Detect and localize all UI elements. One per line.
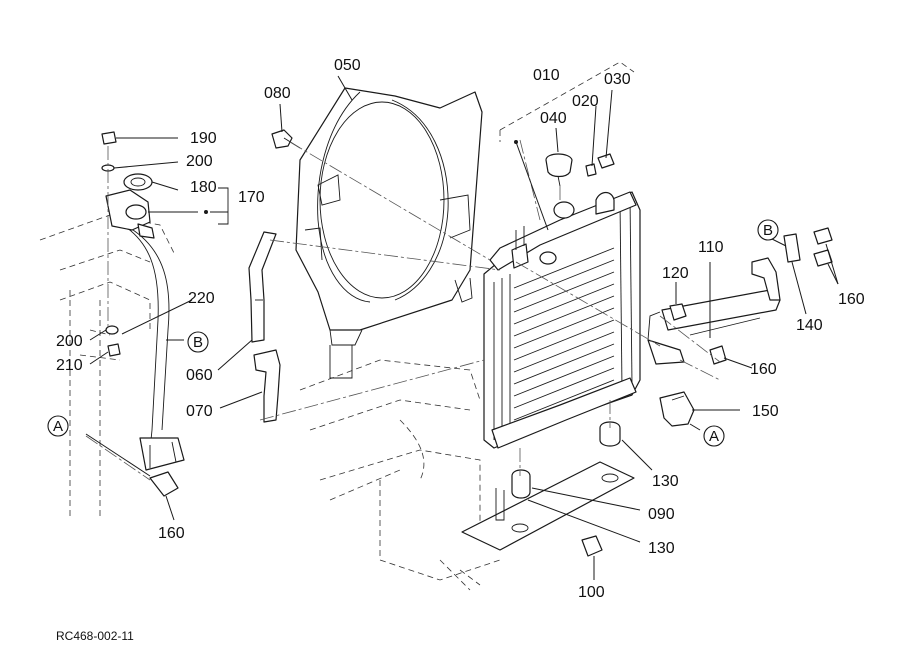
frame-left <box>39 214 185 520</box>
fan-shroud <box>295 87 483 379</box>
callout-150: 150 <box>752 403 779 420</box>
callout-060: 060 <box>186 367 213 384</box>
ref-mark-a-right: A <box>703 425 725 447</box>
callout-140: 140 <box>796 317 823 334</box>
cushion-130-upper <box>599 421 621 447</box>
leader-lines <box>85 75 839 580</box>
ref-mark-b-right: B <box>757 219 779 241</box>
callout-110: 110 <box>698 239 724 256</box>
callout-200-upper: 200 <box>186 153 213 170</box>
callout-120: 120 <box>662 265 689 282</box>
frame-center <box>299 359 501 591</box>
bolt-100 <box>581 535 603 557</box>
ref-mark-a-left: A <box>47 415 69 437</box>
bolt-160-mid <box>709 345 727 365</box>
svg-text:B: B <box>193 334 203 351</box>
callout-labels: 010 020 030 040 050 060 070 080 090 100 … <box>56 57 865 601</box>
group-bracket-170 <box>204 187 229 225</box>
ref-mark-b-left: B <box>187 331 209 353</box>
callout-030: 030 <box>604 71 631 88</box>
hose-upper-060 <box>248 231 277 343</box>
callout-020: 020 <box>572 93 599 110</box>
callout-080: 080 <box>264 85 291 102</box>
hose-lower-070 <box>253 349 281 423</box>
callout-090: 090 <box>648 506 675 523</box>
washer-200-lower <box>105 325 119 335</box>
callout-180: 180 <box>190 179 217 196</box>
svg-text:B: B <box>763 222 773 239</box>
callout-160-right-mid: 160 <box>750 361 777 378</box>
phantom-lines <box>85 139 721 481</box>
bolt-160-left <box>149 471 179 497</box>
svg-text:A: A <box>53 418 63 435</box>
bolt-190 <box>101 131 117 145</box>
callout-040: 040 <box>540 110 567 127</box>
plug-020 <box>585 163 597 177</box>
nut-210 <box>107 343 121 357</box>
group-bracket-010 <box>499 61 635 142</box>
radiator-cap-040 <box>545 153 573 187</box>
callout-190: 190 <box>190 130 217 147</box>
callout-010: 010 <box>533 67 560 84</box>
thermostat-cover-180 <box>123 173 153 191</box>
callout-070: 070 <box>186 403 213 420</box>
stay-110 <box>647 257 781 365</box>
bracket-140 <box>783 233 801 263</box>
bolt-160-upper <box>813 227 833 267</box>
plate-090 <box>461 461 635 551</box>
callout-160-right-top: 160 <box>838 291 865 308</box>
callout-130-lower: 130 <box>648 540 675 557</box>
radiator <box>483 191 641 449</box>
cushion-130-lower <box>511 469 531 499</box>
callout-130-upper: 130 <box>652 473 679 490</box>
callout-170: 170 <box>238 189 265 206</box>
callout-050: 050 <box>334 57 361 74</box>
svg-text:A: A <box>709 428 719 445</box>
callout-210: 210 <box>56 357 83 374</box>
callout-100: 100 <box>578 584 605 601</box>
callout-220: 220 <box>188 290 215 307</box>
callout-200-lower: 200 <box>56 333 83 350</box>
bracket-150 <box>659 391 695 427</box>
callout-160-left: 160 <box>158 525 185 542</box>
figure-code: RC468-002-11 <box>56 629 134 643</box>
bolt-120 <box>669 303 687 321</box>
thermostat-housing <box>105 189 155 239</box>
